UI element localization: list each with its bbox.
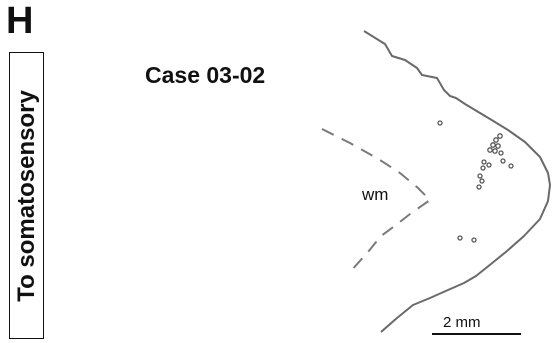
cell-marker bbox=[508, 163, 514, 169]
cell-marker bbox=[481, 159, 487, 165]
cell-marker bbox=[487, 147, 493, 153]
section-outline bbox=[363, 30, 551, 333]
white-matter-label: wm bbox=[362, 185, 389, 204]
scale-bar-label: 2 mm bbox=[443, 314, 481, 331]
side-label-box: To somatosensory bbox=[9, 52, 44, 339]
cell-marker bbox=[477, 173, 483, 179]
case-title: Case 03-02 bbox=[145, 62, 266, 88]
white-matter-boundary bbox=[321, 128, 432, 273]
cell-marker bbox=[476, 184, 482, 190]
cell-marker bbox=[500, 158, 506, 164]
cell-marker bbox=[493, 137, 499, 143]
cell-marker bbox=[498, 150, 504, 156]
cell-marker bbox=[497, 133, 503, 139]
cell-marker bbox=[457, 235, 463, 241]
cell-marker bbox=[495, 143, 501, 149]
cell-markers bbox=[437, 120, 514, 243]
cell-marker bbox=[437, 120, 443, 126]
cell-marker bbox=[479, 178, 485, 184]
cell-marker bbox=[492, 148, 498, 154]
cell-marker bbox=[480, 165, 486, 171]
cell-marker bbox=[471, 237, 477, 243]
cell-marker bbox=[490, 142, 496, 148]
cell-marker bbox=[486, 162, 492, 168]
panel-letter: H bbox=[6, 0, 34, 42]
